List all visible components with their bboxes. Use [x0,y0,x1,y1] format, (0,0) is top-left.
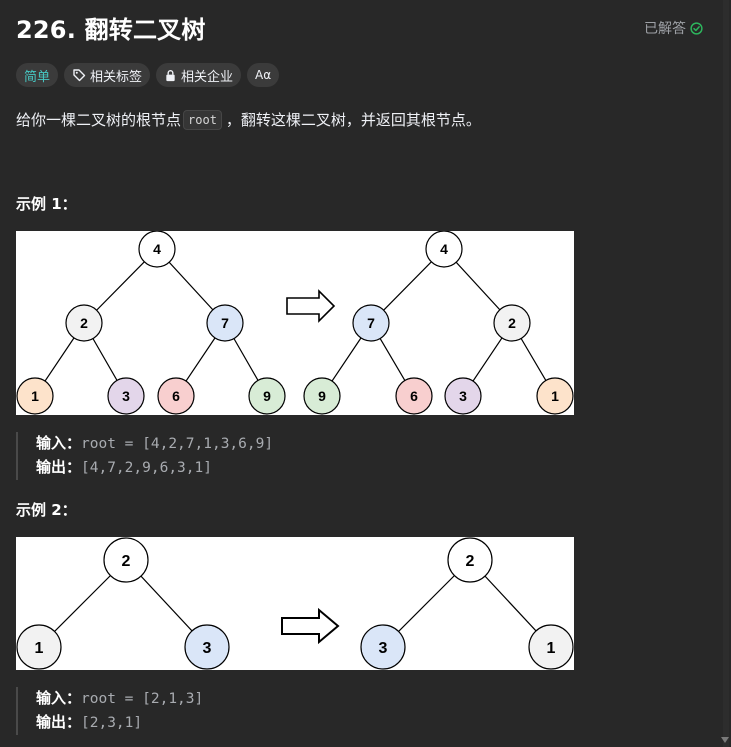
tree-node [395,377,433,415]
example-1-figure: 4 2 7 1 3 6 9 4 7 2 9 6 3 1 [16,231,574,415]
problem-description: 给你一棵二叉树的根节点 root ，翻转这棵二叉树，并返回其根节点。 [16,109,481,130]
difficulty-label: 简单 [24,69,51,85]
node-label: 3 [459,388,467,404]
tree-node [65,304,103,342]
example-2-figure: 2 1 3 2 3 1 [16,537,574,670]
node-label: 1 [35,640,44,657]
scroll-down-arrow[interactable] [721,737,729,743]
node-label: 2 [466,553,475,570]
tree-node [184,624,230,670]
node-label: 9 [318,388,326,404]
related-tags-button[interactable]: 相关标签 [64,63,151,87]
scrollbar[interactable] [723,0,729,747]
input-value: root = [2,1,3] [81,691,204,707]
arrow-right-icon [281,607,340,645]
tree-node [248,377,286,415]
arrow-right-icon [286,289,336,323]
node-label: 1 [31,388,39,404]
tag-icon [73,69,86,82]
node-label: 3 [379,640,388,657]
tree-node [138,231,176,268]
example-2-title: 示例 2： [16,501,77,519]
tag-bar: 简单 相关标签 相关企业 Aα [16,63,280,87]
tree-node [493,304,531,342]
lock-icon [166,69,175,81]
tree-node [360,624,406,670]
node-label: 6 [172,388,180,404]
related-companies-label: 相关企业 [181,69,234,85]
translate-icon: Aα [255,68,272,82]
description-text-before: 给你一棵二叉树的根节点 [16,111,182,129]
output-key: 输出： [36,458,82,476]
node-label: 7 [367,315,375,331]
description-text-after: ，翻转这棵二叉树，并返回其根节点。 [225,111,481,129]
node-label: 1 [547,640,556,657]
solved-status[interactable]: 已解答 [644,18,703,38]
tree-node [303,377,341,415]
output-value: [4,7,2,9,6,3,1] [81,460,212,476]
node-label: 1 [551,388,559,404]
tree-node [536,377,574,415]
node-label: 4 [153,241,161,257]
related-tags-label: 相关标签 [90,69,143,85]
tree-node [16,624,62,670]
tree-node [157,377,195,415]
tree-node [528,624,574,670]
node-label: 2 [508,315,516,331]
difficulty-badge[interactable]: 简单 [16,63,59,87]
tree-node [444,377,482,415]
node-label: 2 [80,315,88,331]
solved-label: 已解答 [644,21,686,37]
output-key: 输出： [36,713,82,731]
node-label: 3 [203,640,212,657]
tree-node [107,377,145,415]
inline-code-root: root [183,109,222,130]
tree-node [352,304,390,342]
problem-title: 226. 翻转二叉树 [16,16,206,44]
node-label: 9 [263,388,271,404]
example-1-title: 示例 1： [16,195,77,213]
node-label: 2 [122,553,131,570]
tree-node [206,304,244,342]
related-companies-button[interactable]: 相关企业 [156,63,242,87]
input-value: root = [4,2,7,1,3,6,9] [81,436,274,452]
check-circle-icon [690,21,703,35]
input-key: 输入： [36,434,82,452]
input-key: 输入： [36,689,82,707]
tree-node [103,537,149,583]
tree-node [16,377,54,415]
node-label: 7 [221,315,229,331]
node-label: 6 [410,388,418,404]
tree-node [425,231,463,268]
node-label: 4 [440,241,448,257]
output-value: [2,3,1] [81,715,143,731]
node-label: 3 [122,388,130,404]
example-2-io: 输入：root = [2,1,3] 输出：[2,3,1] [16,687,203,735]
example-1-io: 输入：root = [4,2,7,1,3,6,9] 输出：[4,7,2,9,6,… [16,432,273,480]
tree-node [447,537,493,583]
translate-button[interactable]: Aα [247,63,280,87]
